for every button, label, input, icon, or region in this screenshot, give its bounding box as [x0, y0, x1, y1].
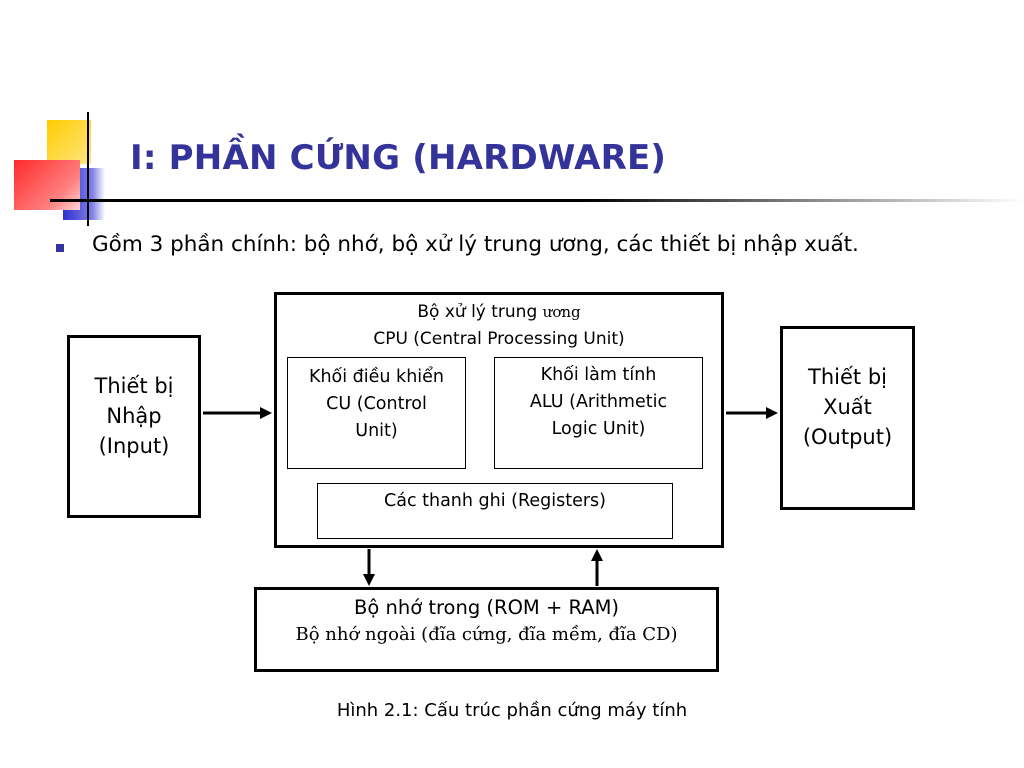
page-title: I: PHẦN CỨNG (HARDWARE) [130, 138, 667, 178]
input-line1: Thiết bị [94, 374, 174, 398]
input-line2: Nhập [106, 404, 162, 428]
cpu-label-line2: CPU (Central Processing Unit) [373, 329, 625, 349]
output-line1: Thiết bị [808, 365, 887, 389]
decor-vertical-line [87, 112, 89, 226]
memory-line2: Bộ nhớ ngoài (đĩa cứng, đĩa mềm, đĩa CD) [295, 624, 678, 645]
figure-caption: Hình 2.1: Cấu trúc phần cứng máy tính [336, 700, 688, 721]
control-unit-line1: Khối điều khiển [308, 367, 445, 387]
arrowhead-input-to-cpu [260, 407, 272, 419]
cpu-box: Bộ xử lý trung ương CPU (Central Process… [274, 292, 724, 548]
input-device-box: Thiết bị Nhập (Input) [67, 335, 201, 518]
control-unit-line2: CU (Control [326, 394, 427, 414]
alu-line3: Logic Unit) [551, 419, 646, 439]
output-device-box: Thiết bị Xuất (Output) [780, 326, 915, 510]
output-line2: Xuất [823, 395, 872, 419]
output-line3: (Output) [802, 425, 893, 449]
bullet-square-icon [56, 244, 64, 252]
cpu-label-line1: Bộ xử lý trung ương [277, 299, 721, 326]
input-line3: (Input) [98, 434, 170, 458]
bullet-text: Gồm 3 phần chính: bộ nhớ, bộ xử lý trung… [92, 232, 859, 257]
memory-box: Bộ nhớ trong (ROM + RAM) Bộ nhớ ngoài (đ… [254, 587, 719, 672]
control-unit-box: Khối điều khiển CU (Control Unit) [287, 357, 466, 469]
control-unit-line3: Unit) [355, 421, 398, 441]
alu-line2: ALU (Arithmetic [529, 392, 668, 412]
registers-label: Các thanh ghi (Registers) [384, 491, 606, 511]
cpu-label-suffix: ương [542, 303, 581, 321]
arrowhead-cpu-to-memory [363, 574, 375, 586]
memory-line1: Bộ nhớ trong (ROM + RAM) [353, 596, 620, 619]
decor-yellow-square [47, 120, 91, 164]
cpu-label-prefix: Bộ xử lý trung [417, 302, 543, 322]
arrowhead-memory-to-cpu [591, 549, 603, 561]
alu-line1: Khối làm tính [540, 365, 657, 385]
arrowhead-cpu-to-output [766, 407, 778, 419]
registers-box: Các thanh ghi (Registers) [317, 483, 673, 539]
alu-box: Khối làm tính ALU (Arithmetic Logic Unit… [494, 357, 703, 469]
title-underline [50, 199, 1024, 202]
